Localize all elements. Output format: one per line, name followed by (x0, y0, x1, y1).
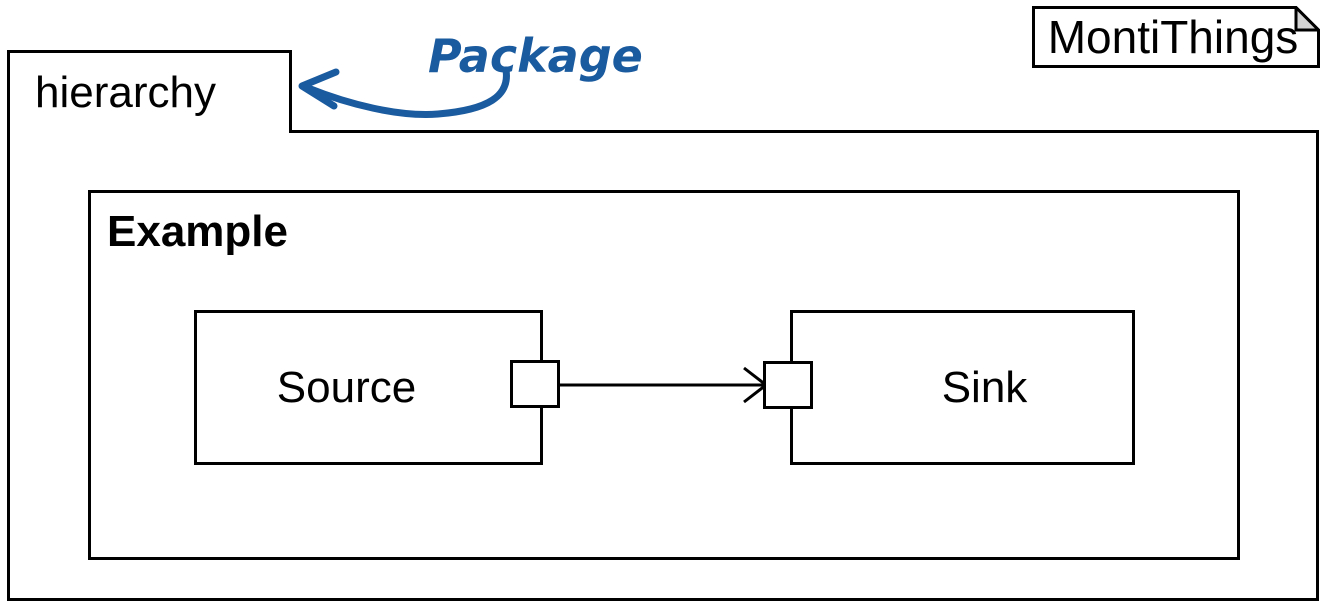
montithings-note-label: MontiThings (1047, 11, 1299, 63)
source-out-port[interactable] (510, 360, 560, 408)
annotation-arrow-icon (298, 66, 510, 118)
note-shape-icon (1032, 6, 1320, 68)
montithings-note: MontiThings (1032, 6, 1320, 68)
package-name-label: hierarchy (35, 68, 216, 117)
connector-source-to-sink[interactable] (540, 340, 780, 430)
package-name-tab[interactable]: hierarchy (7, 50, 292, 133)
annotation-label: Package (428, 29, 643, 83)
subcomponent-source-label: Source (276, 362, 417, 412)
sink-in-port[interactable] (763, 361, 813, 409)
subcomponent-sink-label: Sink (941, 362, 1028, 412)
subcomponent-source[interactable]: Source (194, 310, 543, 465)
subcomponent-sink[interactable]: Sink (790, 310, 1135, 465)
component-title: Example (107, 207, 288, 256)
